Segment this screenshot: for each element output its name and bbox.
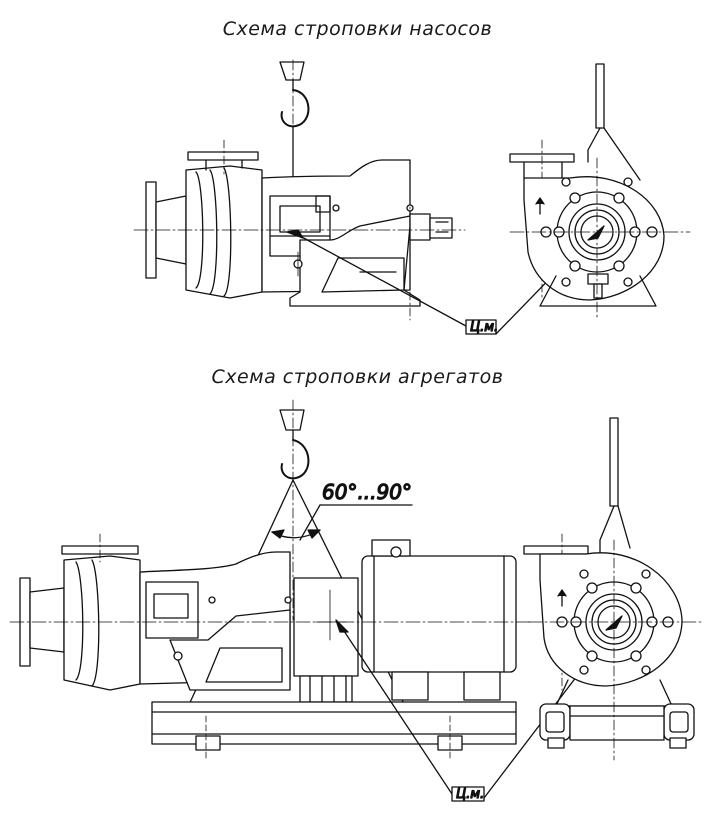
pumps-slinging-title: Схема строповки насосов bbox=[222, 18, 493, 40]
center-of-mass-text-bottom: Ц.м. bbox=[456, 787, 484, 802]
unit-side-view: 60°...90° bbox=[9, 399, 531, 795]
center-of-mass-text-top: Ц.м. bbox=[470, 320, 498, 335]
crane-hook-icon bbox=[279, 399, 310, 621]
sling-angle-text: 60°...90° bbox=[322, 480, 412, 504]
units-slinging-title: Схема строповки агрегатов bbox=[211, 366, 504, 388]
pump-side-view bbox=[133, 59, 467, 327]
unit-front-view bbox=[523, 417, 705, 761]
pump-front-view bbox=[509, 63, 691, 321]
